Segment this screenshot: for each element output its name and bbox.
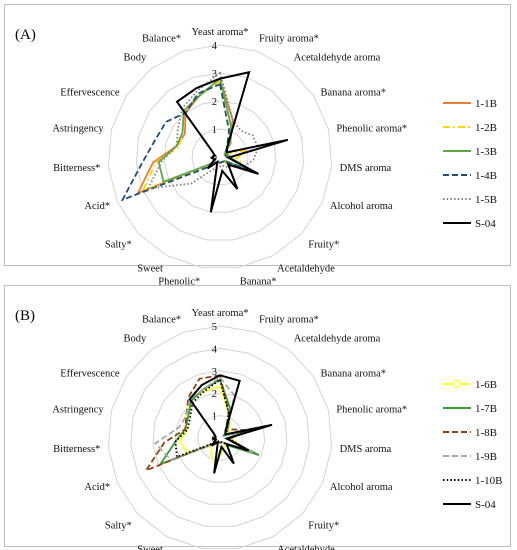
tick-label: 2 xyxy=(212,97,217,108)
axis-label: Body xyxy=(124,52,148,63)
axis-label: Effervescence xyxy=(60,87,120,98)
grid-ring xyxy=(135,72,305,241)
axis-label: Alcohol aroma xyxy=(330,201,393,212)
axis-label: Yeast aroma* xyxy=(192,27,249,38)
legend-label: 1-4B xyxy=(475,170,497,182)
axis-label: Astringency xyxy=(52,405,104,416)
axis-label: Phenolic aroma* xyxy=(336,124,407,135)
tick-label: 2 xyxy=(212,389,217,400)
tick-label: 4 xyxy=(212,41,218,52)
series-1-7B xyxy=(158,378,260,466)
legend-label: S-04 xyxy=(475,218,496,230)
legend-label: 1-2B xyxy=(475,122,497,134)
grid-ring xyxy=(130,347,310,527)
series-line xyxy=(120,82,249,202)
grid-rings xyxy=(107,325,333,549)
tick-label: 5 xyxy=(212,322,217,333)
axis-label: Balance* xyxy=(142,315,181,326)
grid-ring xyxy=(107,325,333,549)
axis-label: Phenolic* xyxy=(158,276,200,287)
axis-label: Balance* xyxy=(142,34,181,45)
legend-label: 1-1B xyxy=(475,98,497,110)
axis-label: Acetaldehyde aroma xyxy=(294,52,381,63)
series-line xyxy=(146,71,259,190)
series-1-4B xyxy=(120,82,249,202)
axis-label: Sweet xyxy=(137,545,163,550)
axis-label: DMS aroma xyxy=(340,163,392,174)
series-line xyxy=(175,70,289,213)
legend-label: 1-5B xyxy=(475,194,497,206)
legend-label: 1-9B xyxy=(475,451,497,463)
legend: 1-1B 1-2B 1-3B 1-4B 1-5B S-04 xyxy=(443,98,497,230)
tick-label: 1 xyxy=(212,412,217,423)
axis-label: Astringency xyxy=(52,124,104,135)
panel-label: (A) xyxy=(15,27,36,43)
axis-label: Bitterness* xyxy=(53,163,100,174)
grid-ring xyxy=(174,392,266,483)
series-line xyxy=(188,374,273,474)
grid-ring xyxy=(152,370,288,505)
legend: 1-6B 1-7B 1-8B 1-9B 1-10B S-04 xyxy=(443,379,503,511)
grid-ring xyxy=(197,415,243,461)
series-S-04 xyxy=(188,374,273,474)
panel-label: (B) xyxy=(15,308,35,324)
axis-label: Fruity aroma* xyxy=(259,315,319,326)
axis-label: Effervescence xyxy=(60,368,120,379)
axis-label: Yeast aroma* xyxy=(192,308,249,319)
axis-label: Bitterness* xyxy=(53,444,100,455)
axis-label: Acid* xyxy=(84,482,110,493)
axis-label: Body xyxy=(124,333,148,344)
grid-rings xyxy=(107,44,333,268)
axis-label: DMS aroma xyxy=(340,444,392,455)
axis-label: Salty* xyxy=(105,239,132,250)
series-line xyxy=(158,378,260,466)
grid-ring xyxy=(163,100,277,213)
legend-label: 1-8B xyxy=(475,427,497,439)
axis-label: Sweet xyxy=(137,264,163,275)
series-1-8B xyxy=(143,374,252,473)
axis-label: Acetaldehyde xyxy=(277,264,335,275)
legend-label: S-04 xyxy=(475,499,496,511)
tick-label: 3 xyxy=(212,367,217,378)
tick-label: 3 xyxy=(212,69,217,80)
axis-label: Banana aroma* xyxy=(320,87,386,98)
axis-label: Acetaldehyde aroma xyxy=(294,333,381,344)
tick-label: 1 xyxy=(212,125,217,136)
axis-label: Acetaldehyde xyxy=(277,545,335,550)
axis-label: Fruity aroma* xyxy=(259,34,319,45)
axis-label: Fruity* xyxy=(308,239,339,250)
axis-label: Phenolic aroma* xyxy=(336,405,407,416)
axis-label: Fruity* xyxy=(308,520,339,531)
legend-label: 1-7B xyxy=(475,403,497,415)
tick-label: 4 xyxy=(212,344,218,355)
series-S-04 xyxy=(175,70,289,213)
legend-marker xyxy=(452,379,462,389)
grid-ring xyxy=(107,44,333,268)
axis-label: Acid* xyxy=(84,201,110,212)
series-line xyxy=(143,374,252,473)
legend-label: 1-10B xyxy=(475,475,503,487)
legend-label: 1-6B xyxy=(475,379,497,391)
axis-label: Salty* xyxy=(105,520,132,531)
grid-ring xyxy=(191,128,249,186)
series-1-5B xyxy=(146,71,259,190)
axis-label: Alcohol aroma xyxy=(330,482,393,493)
axis-label: Banana* xyxy=(240,276,277,287)
legend-label: 1-3B xyxy=(475,146,497,158)
axis-label: Banana aroma* xyxy=(320,368,386,379)
